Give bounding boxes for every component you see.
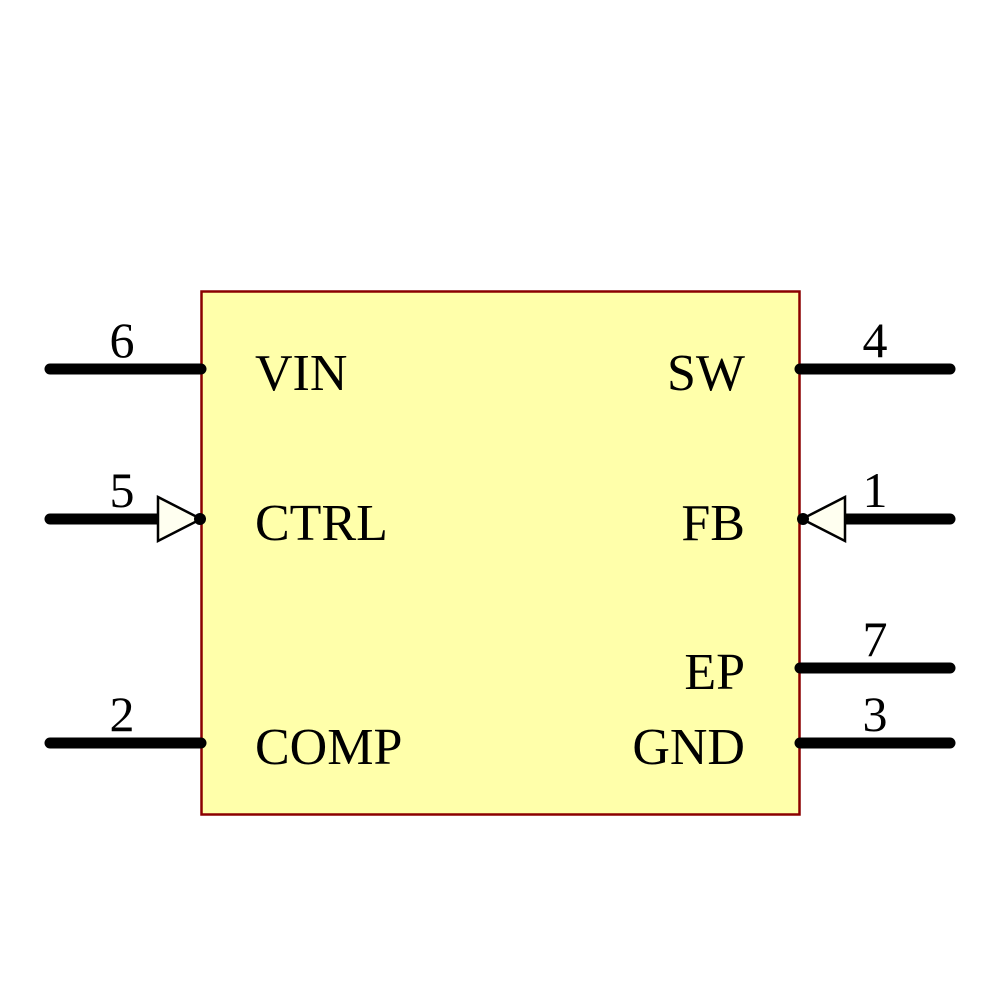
pin-group-ep[interactable]: 7 EP [684, 611, 956, 701]
pin-label-comp: COMP [255, 719, 402, 776]
ic-body-rect[interactable] [200, 290, 801, 816]
pin-group-gnd[interactable]: 3 GND [632, 686, 956, 776]
pin-group-ctrl[interactable]: 5 CTRL [44, 462, 388, 552]
pin-number-ctrl: 5 [110, 462, 135, 518]
pin-group-fb[interactable]: 1 FB [681, 462, 956, 552]
pin-number-fb: 1 [863, 462, 888, 518]
pin-dot-fb [797, 513, 809, 525]
pin-number-sw: 4 [863, 312, 888, 368]
pin-label-fb: FB [681, 495, 745, 552]
pin-number-vin: 6 [110, 312, 135, 368]
pin-label-ep: EP [684, 644, 745, 701]
pin-label-gnd: GND [632, 719, 745, 776]
pin-group-comp[interactable]: 2 COMP [44, 686, 402, 776]
pin-group-sw[interactable]: 4 SW [667, 312, 956, 402]
pin-number-comp: 2 [110, 686, 135, 742]
pin-dot-ctrl [194, 513, 206, 525]
pin-label-ctrl: CTRL [255, 495, 388, 552]
input-arrow-icon-ctrl [156, 494, 204, 544]
pin-group-vin[interactable]: 6 VIN [44, 312, 347, 402]
pin-label-sw: SW [667, 345, 745, 402]
input-arrow-icon-fb [799, 494, 847, 544]
pin-label-vin: VIN [255, 345, 347, 402]
pin-number-gnd: 3 [863, 686, 888, 742]
pin-number-ep: 7 [863, 611, 888, 667]
